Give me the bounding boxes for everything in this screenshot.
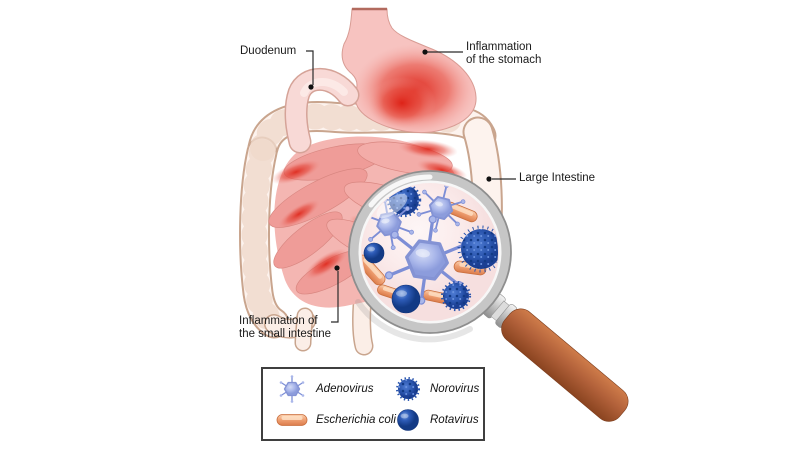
rotavirus: [363, 242, 421, 314]
magnifier-handle: [479, 291, 629, 422]
lens-gleam: [376, 193, 408, 219]
large-intestine-label: Large Intestine: [519, 172, 596, 184]
ecoli-icon: [276, 413, 308, 426]
magnifier-rim: [348, 170, 512, 334]
pathogen-legend: Adenovirus Norovirus Escherichia coli Ro…: [261, 367, 485, 441]
rotavirus-icon: [397, 408, 419, 431]
duodenum: [284, 68, 360, 154]
magnifier: [348, 170, 629, 422]
norovirus-icon: [396, 376, 420, 401]
legend-label: Norovirus: [430, 382, 480, 395]
pathogens-group: [362, 184, 498, 314]
adenovirus-icon: [279, 374, 305, 403]
legend-label: Rotavirus: [430, 413, 479, 426]
norovirus: [440, 225, 498, 312]
label-connector-dots: [308, 49, 492, 271]
legend-item-rotavirus: Rotavirus: [393, 407, 481, 433]
legend-item-ecoli: Escherichia coli: [275, 410, 396, 430]
label-connectors: [306, 50, 516, 323]
legend-item-adenovirus: Adenovirus: [275, 374, 393, 403]
legend-item-norovirus: Norovirus: [393, 375, 481, 403]
legend-label: Escherichia coli: [316, 413, 396, 426]
stomach-inflammation-label: Inflammation of the stomach: [466, 41, 542, 66]
stomach-inflammation: [353, 44, 477, 133]
small-intestine-inflammation-label: Inflammation of the small intestine: [239, 315, 332, 340]
legend-label: Adenovirus: [316, 382, 374, 395]
duodenum-label: Duodenum: [240, 45, 297, 57]
stomach: [341, 7, 477, 134]
